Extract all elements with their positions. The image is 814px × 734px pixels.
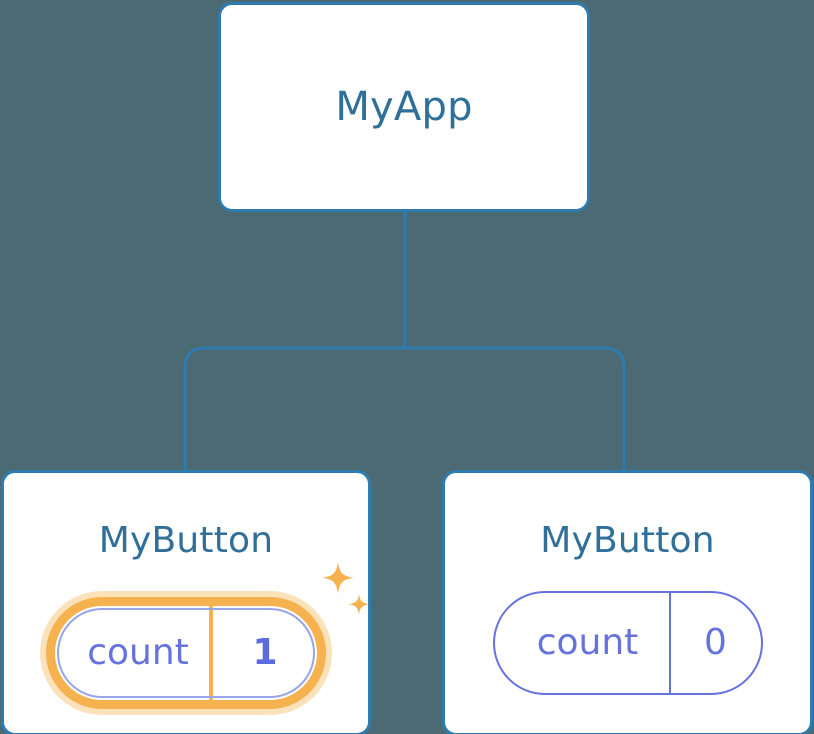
node-mybutton-left-label: MyButton xyxy=(98,520,274,561)
state-value-right: 0 xyxy=(704,622,727,663)
state-pill-left[interactable]: count 1 xyxy=(46,597,326,709)
node-myapp[interactable]: MyApp xyxy=(218,2,590,212)
state-pill-right[interactable]: count 0 xyxy=(492,591,763,695)
node-mybutton-right-label: MyButton xyxy=(540,520,715,561)
state-pill-left-wrapper: count 1 xyxy=(4,591,368,715)
state-pill-right-wrapper: count 0 xyxy=(445,591,810,695)
state-pill-left-glow: count 1 xyxy=(40,591,332,715)
state-key-left: count xyxy=(55,606,213,700)
state-value-left: 1 xyxy=(252,632,278,673)
state-key-right: count xyxy=(495,593,671,693)
connector-branch-bar xyxy=(183,346,626,472)
node-myapp-label: MyApp xyxy=(335,84,473,130)
node-mybutton-right[interactable]: MyButton count 0 xyxy=(442,470,813,734)
node-mybutton-left[interactable]: MyButton count 1 xyxy=(1,470,371,734)
